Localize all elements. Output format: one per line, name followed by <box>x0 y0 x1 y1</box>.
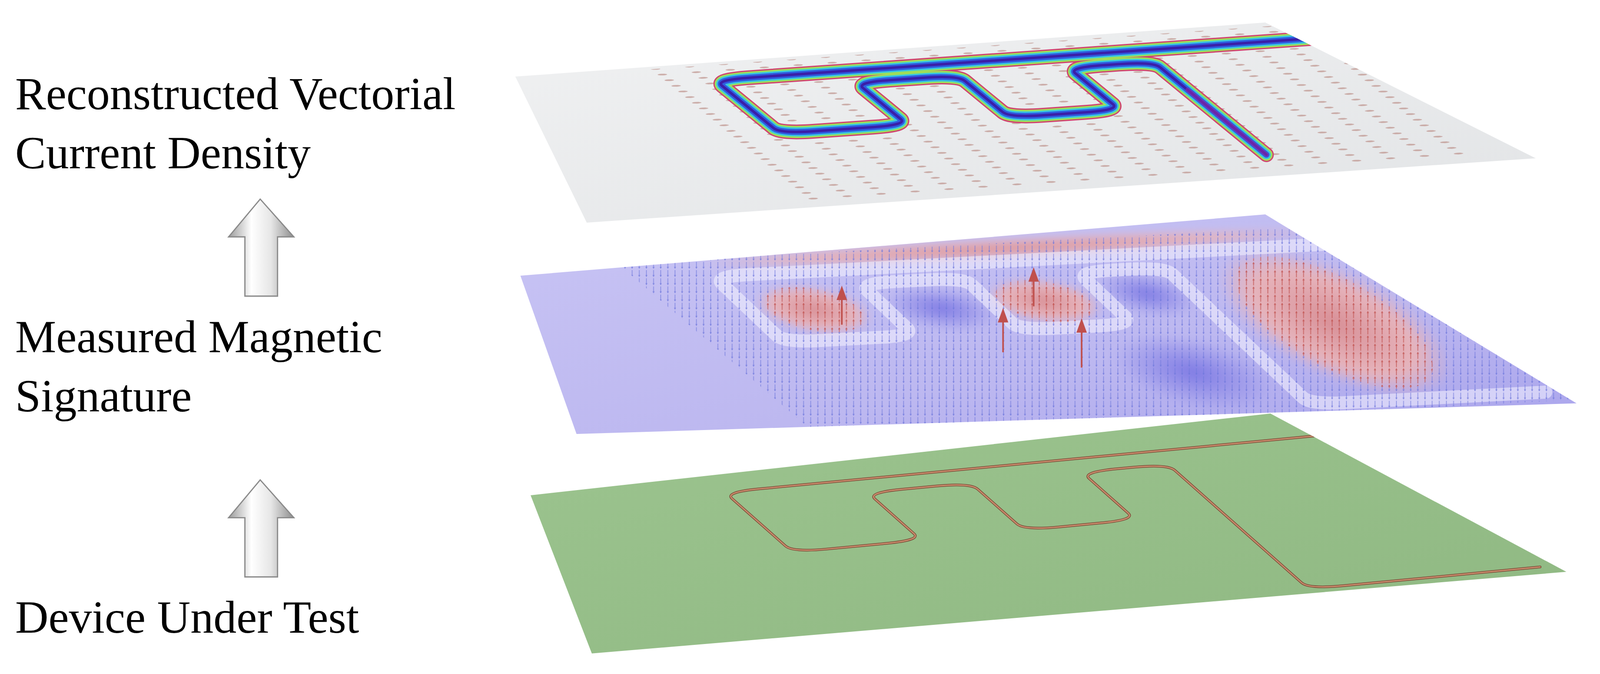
current-density-plane <box>515 22 1536 223</box>
magnetic-plane <box>408 183 1600 470</box>
device-plane <box>530 413 1567 654</box>
flow-arrow <box>228 199 294 296</box>
layer-label: Reconstructed Vectorial Current Density <box>15 64 511 183</box>
flow-arrow <box>228 479 294 577</box>
layer-label: Measured Magnetic Signature <box>15 307 511 426</box>
copper-trace <box>724 428 1541 630</box>
copper-trace <box>724 428 1541 630</box>
layer-label: Device Under Test <box>15 587 511 647</box>
